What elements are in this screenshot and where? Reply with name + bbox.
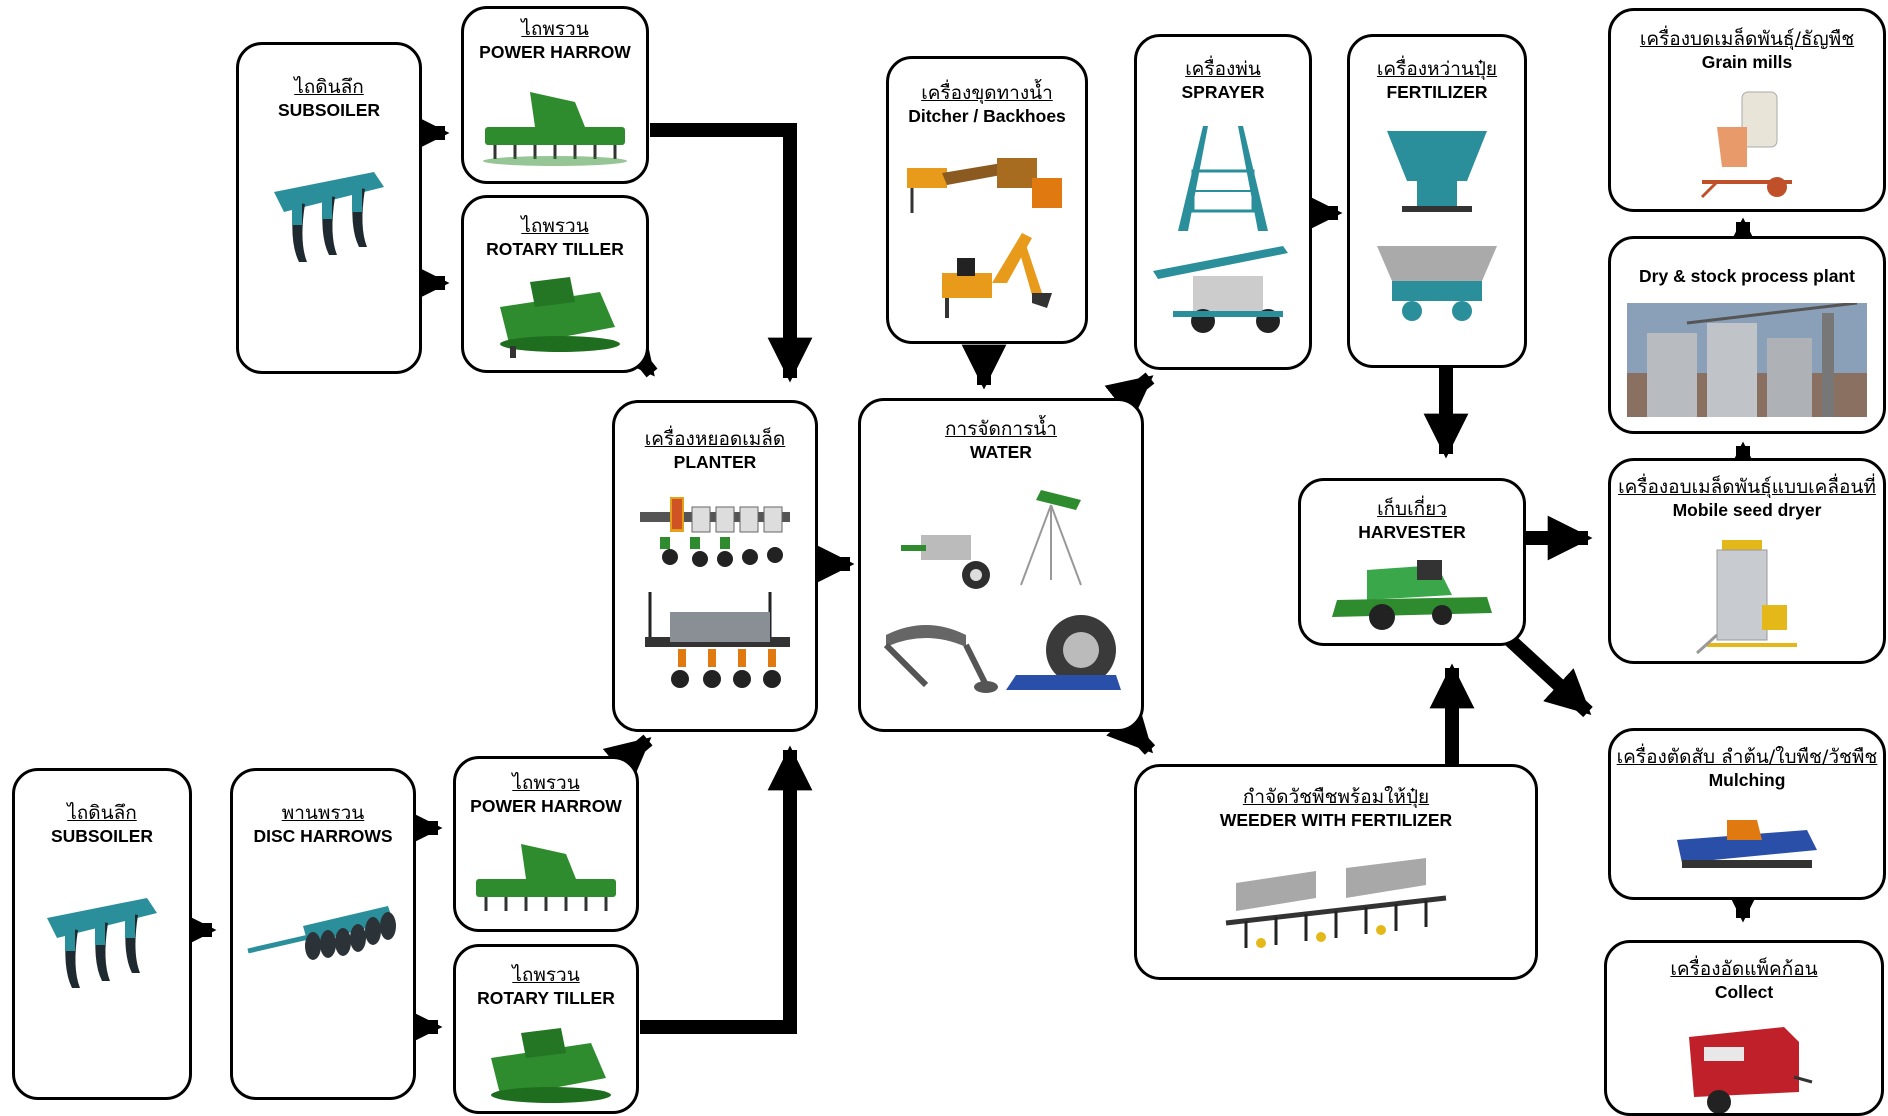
weeder-icon <box>1137 853 1535 963</box>
node-rotary-tiller-bottom: ไถพรวน ROTARY TILLER <box>453 944 639 1114</box>
node-label-th: เครื่องตัดสับ ลำต้น/ใบพืช/วัชพืช <box>1616 746 1878 768</box>
arrow-power-harrow-bottom-to-planter <box>602 734 653 784</box>
node-label-th: การจัดการน้ำ <box>945 418 1057 440</box>
seed-dryer-icon <box>1611 535 1883 659</box>
node-label-en: ROTARY TILLER <box>477 988 615 1008</box>
node-label-en: FERTILIZER <box>1386 82 1488 102</box>
node-label-en: SUBSOILER <box>277 100 381 120</box>
disc-harrow-icon <box>233 886 413 976</box>
silo-plant-icon <box>1611 303 1883 417</box>
arrow-power-harrow-top-to-planter <box>650 123 813 383</box>
node-dry-stock: Dry & stock process plant <box>1608 236 1886 434</box>
node-label-th: เครื่องอบเมล็ดพันธุ์แบบเคลื่อนที่ <box>1618 476 1876 498</box>
node-label-en: Grain mills <box>1701 52 1793 72</box>
node-sprayer: เครื่องพ่น SPRAYER <box>1134 34 1312 370</box>
node-power-harrow-bottom: ไถพรวน POWER HARROW <box>453 756 639 932</box>
node-harvester: เก็บเกี่ยว HARVESTER <box>1298 478 1526 646</box>
node-label-th: ไถพรวน <box>521 18 589 40</box>
power-harrow-icon <box>456 839 636 919</box>
node-subsoiler-bottom: ไถดินลึก SUBSOILER <box>12 768 192 1100</box>
backhoe-icon <box>889 143 1085 323</box>
node-label-th: เครื่องพ่น <box>1185 58 1261 80</box>
node-grain-mills: เครื่องบดเมล็ดพันธุ์/ธัญพืช Grain mills <box>1608 8 1886 212</box>
node-label-th: เก็บเกี่ยว <box>1377 498 1447 520</box>
node-subsoiler-top: ไถดินลึก SUBSOILER <box>236 42 422 374</box>
node-label-th: เครื่องหยอดเมล็ด <box>644 428 786 450</box>
node-label-en: POWER HARROW <box>479 42 631 62</box>
baler-icon <box>1607 1017 1881 1113</box>
arrow-rotary-tiller-bottom-to-planter <box>640 745 813 1034</box>
node-label-en: POWER HARROW <box>470 796 622 816</box>
node-water: การจัดการน้ำ WATER <box>858 398 1144 732</box>
node-label-en: Collect <box>1714 982 1774 1002</box>
node-seed-dryer: เครื่องอบเมล็ดพันธุ์แบบเคลื่อนที่ Mobile… <box>1608 458 1886 664</box>
node-label-th: ไถพรวน <box>512 772 580 794</box>
irrigation-icon <box>861 485 1141 705</box>
rotary-tiller-icon <box>464 272 646 362</box>
sprayer-icon <box>1137 121 1309 341</box>
node-label-en: WEEDER WITH FERTILIZER <box>1219 810 1453 830</box>
node-label-th: กำจัดวัชพืชพร้อมให้ปุ๋ย <box>1242 786 1430 808</box>
node-fertilizer: เครื่องหว่านปุ๋ย FERTILIZER <box>1347 34 1527 368</box>
node-label-en: SPRAYER <box>1181 82 1265 102</box>
rotary-tiller-icon <box>456 1023 636 1108</box>
node-rotary-tiller-top: ไถพรวน ROTARY TILLER <box>461 195 649 373</box>
node-label-en: DISC HARROWS <box>253 826 393 846</box>
node-label-en: Ditcher / Backhoes <box>908 106 1066 126</box>
node-label-en: Mulching <box>1708 770 1786 790</box>
fertilizer-spreader-icon <box>1350 121 1524 331</box>
planter-icon <box>615 487 815 697</box>
node-label-th: พานพรวน <box>281 802 365 824</box>
node-label-th: เครื่องอัดแพ็คก้อน <box>1670 958 1818 980</box>
arrow-harvester-to-mulching <box>1505 634 1593 718</box>
node-mulching: เครื่องตัดสับ ลำต้น/ใบพืช/วัชพืช Mulchin… <box>1608 728 1886 900</box>
node-label-th: เครื่องบดเมล็ดพันธุ์/ธัญพืช <box>1639 28 1855 50</box>
combine-harvester-icon <box>1301 555 1523 635</box>
node-label-th: ไถดินลึก <box>294 76 364 98</box>
grain-mill-icon <box>1611 87 1883 203</box>
node-weeder: กำจัดวัชพืชพร้อมให้ปุ๋ย WEEDER WITH FERT… <box>1134 764 1538 980</box>
node-disc-harrows: พานพรวน DISC HARROWS <box>230 768 416 1100</box>
node-collect: เครื่องอัดแพ็คก้อน Collect <box>1604 940 1884 1116</box>
node-label-th: ไถพรวน <box>512 964 580 986</box>
node-label-en: SUBSOILER <box>50 826 154 846</box>
node-ditcher: เครื่องขุดทางน้ำ Ditcher / Backhoes <box>886 56 1088 344</box>
node-label-en: ROTARY TILLER <box>486 239 624 259</box>
subsoiler-icon <box>239 157 419 277</box>
power-harrow-icon <box>464 87 646 167</box>
node-label-en: WATER <box>970 442 1032 462</box>
node-label-th: เครื่องหว่านปุ๋ย <box>1376 58 1498 80</box>
node-label-th: ไถดินลึก <box>67 802 137 824</box>
node-label-en: Mobile seed dryer <box>1672 500 1822 520</box>
node-label-en: Dry & stock process plant <box>1639 266 1855 286</box>
node-label-th: ไถพรวน <box>521 215 589 237</box>
mulcher-icon <box>1611 815 1883 885</box>
subsoiler-icon <box>15 883 189 1003</box>
node-planter: เครื่องหยอดเมล็ด PLANTER <box>612 400 818 732</box>
node-label-th: เครื่องขุดทางน้ำ <box>921 82 1053 104</box>
node-label-en: PLANTER <box>673 452 757 472</box>
node-label-en: HARVESTER <box>1358 522 1466 542</box>
node-power-harrow-top: ไถพรวน POWER HARROW <box>461 6 649 184</box>
